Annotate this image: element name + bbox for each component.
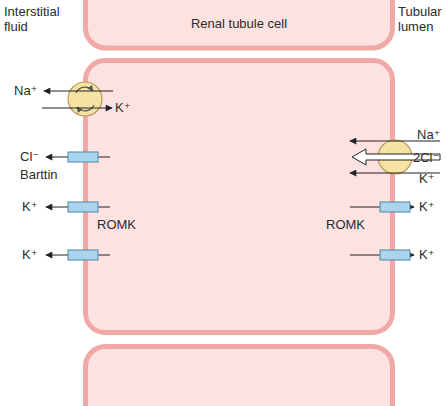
cell-label: Renal tubule cell xyxy=(88,16,390,31)
cell-body: Renal tubule cell xyxy=(83,58,395,335)
ion-label: Na⁺ xyxy=(417,127,440,142)
ion-label: 2Cl⁻ xyxy=(413,150,439,165)
ion-label: ROMK xyxy=(97,217,136,232)
ion-label: Na⁺ xyxy=(14,83,37,98)
na-k-pump xyxy=(42,82,113,116)
ion-label: K⁺ xyxy=(22,199,38,214)
ion-label: K⁺ xyxy=(115,100,131,115)
ion-label: Barttin xyxy=(20,167,58,182)
ion-label: Cl⁻ xyxy=(20,149,39,164)
region-label: Tubular lumen xyxy=(398,4,444,34)
ion-label: K⁺ xyxy=(419,199,435,214)
nkcc-cotransporter xyxy=(350,140,440,174)
lower-cell xyxy=(86,347,393,406)
ion-label: ROMK xyxy=(326,217,365,232)
ion-label: K⁺ xyxy=(419,247,435,262)
upper-cell xyxy=(86,0,393,48)
region-label: Interstitial fluid xyxy=(4,4,74,34)
ion-label: K⁺ xyxy=(419,171,435,186)
basolateral-channels xyxy=(46,152,110,260)
ion-label: K⁺ xyxy=(22,247,38,262)
apical-channels xyxy=(350,202,414,260)
